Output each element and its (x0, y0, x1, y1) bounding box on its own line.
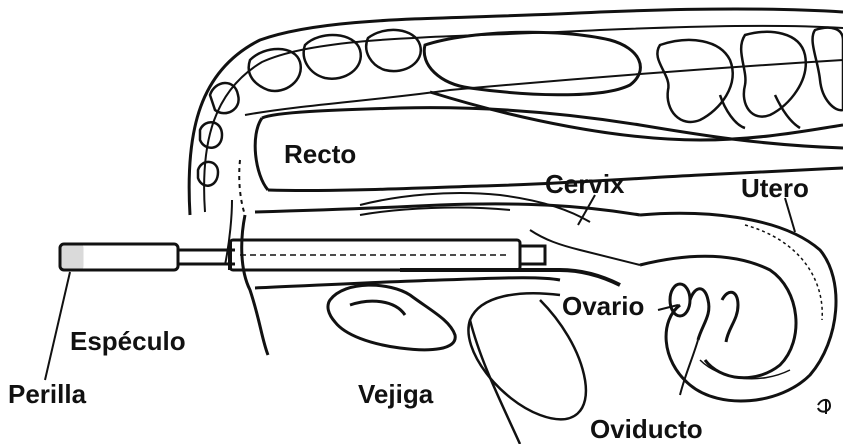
bladder (328, 285, 455, 350)
label-vejiga: Vejiga (358, 379, 434, 409)
body-outline (225, 200, 268, 355)
label-ovario: Ovario (562, 291, 644, 321)
label-recto: Recto (284, 139, 356, 169)
artist-signature (818, 400, 830, 414)
perilla-leader (45, 272, 70, 380)
label-especulo: Espéculo (70, 326, 186, 356)
utero-leader (785, 198, 795, 232)
ovary-oviduct (670, 284, 738, 395)
label-utero: Utero (741, 173, 809, 203)
label-perilla: Perilla (8, 379, 87, 409)
label-cervix: Cervix (545, 169, 625, 199)
label-oviducto: Oviducto (590, 414, 703, 444)
